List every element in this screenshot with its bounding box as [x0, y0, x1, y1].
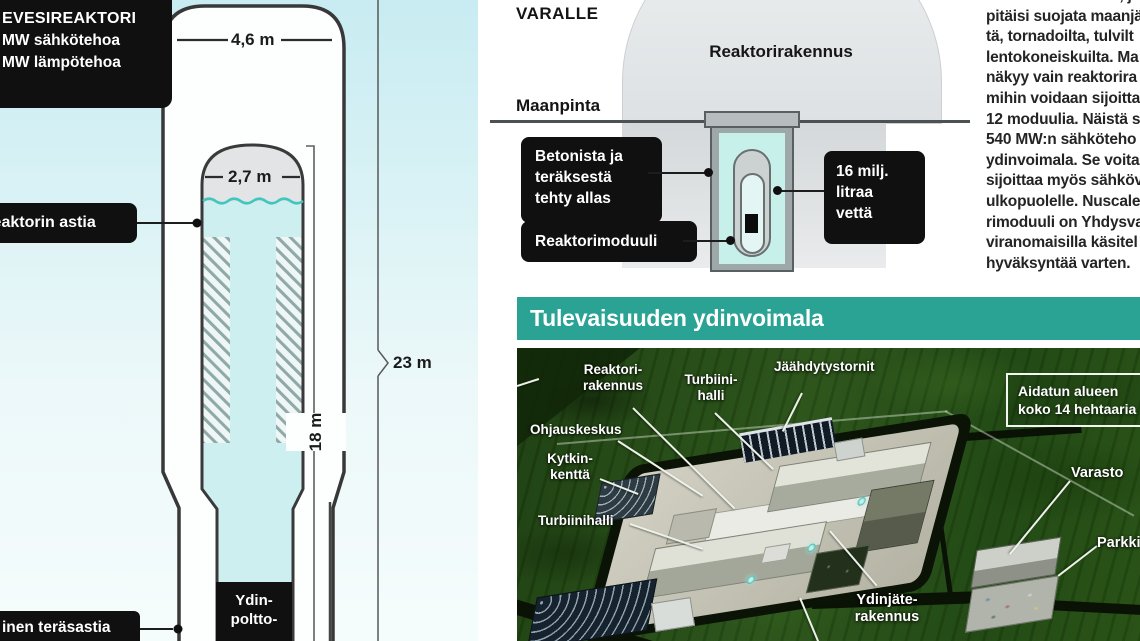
water-leader: [781, 190, 824, 192]
article-line: tä, tornadoilta, tulvilt: [986, 28, 1134, 46]
info-line-1: EVESIREAKTORI: [2, 10, 137, 27]
nuclear-fuel-label: Ydin- poltto-: [216, 582, 292, 641]
info-line-2: MW sähkötehoa: [2, 32, 120, 49]
label-control-center: Ohjauskeskus: [530, 422, 622, 437]
article-text-column: laitoksen moduulit, jotka pitäisi suojat…: [986, 0, 1140, 294]
dim-inner-width: 2,7 m: [228, 167, 272, 186]
module-leader-dot: [726, 236, 735, 245]
article-line: laitoksen moduulit, jotka: [986, 0, 1140, 7]
reactor-info-box: EVESIREAKTORI MW sähkötehoa MW lämpöteho…: [0, 0, 172, 108]
info-line-3: MW lämpötehoa: [2, 54, 121, 71]
water-callout: 16 milj. litraa vettä: [824, 151, 925, 244]
article-line: 12 moduulia. Näistä s: [986, 110, 1140, 128]
water-line: [202, 197, 304, 205]
pool-callout: Betonista ja teräksestä tehty allas: [521, 137, 662, 223]
bank-annex-3d: [650, 597, 696, 632]
dim-inner-height: 18 m: [286, 413, 346, 451]
module-callout: Reaktorimoduuli: [521, 221, 697, 262]
dim-total-height: 23 m: [393, 353, 432, 372]
label-warehouse: Varasto: [1071, 465, 1124, 481]
dim-18m-line: [306, 145, 315, 641]
label-parking: Parkki: [1097, 535, 1140, 551]
label-cooling-towers: Jäähdytystornit: [774, 359, 875, 374]
banner-title: Tulevaisuuden ydinvoimala: [530, 305, 824, 331]
vessel-leader-dot: [192, 218, 202, 228]
fuel-block: [745, 214, 758, 233]
article-line: pitäisi suojata maanjä: [986, 7, 1140, 25]
label-switchyard: Kytkin- kenttä: [547, 451, 593, 482]
reactor-building-dome: [622, 0, 942, 124]
inner-vessel-outline: [200, 143, 305, 641]
reactor-vessel-label: Reaktorin astia: [0, 203, 137, 243]
pool-leader-dot: [704, 168, 713, 177]
ground-label: Maanpinta: [516, 96, 601, 115]
hatch-left: [201, 237, 230, 443]
dim-23m-line: [377, 0, 389, 641]
reactor-cutaway-panel: EVESIREAKTORI MW sähkötehoa MW lämpöteho…: [0, 0, 478, 641]
steel-vessel-label: inen teräsastia: [0, 611, 140, 641]
section-banner: Tulevaisuuden ydinvoimala: [517, 297, 1140, 340]
leader-parking: [1057, 545, 1098, 577]
module-leader: [683, 240, 729, 242]
area-note-box: Aidatun alueen koko 14 hehtaaria: [1006, 373, 1140, 427]
label-turbine-hall-top: Turbiini- halli: [684, 372, 738, 403]
article-line: hyväksyntää varten.: [986, 254, 1131, 272]
article-line: näkyy vain reaktorira: [986, 69, 1137, 87]
label-turbine-hall-left: Turbiinihalli: [538, 513, 614, 528]
article-line: sijoittaa myös sähköv: [986, 172, 1140, 190]
hatch-right: [276, 237, 303, 443]
article-line: lentokoneiskuilta. Ma: [986, 48, 1139, 66]
water-leader-dot: [773, 186, 782, 195]
article-line: 540 MW:n sähköteho: [986, 131, 1137, 149]
pool-leader: [648, 172, 708, 174]
article-line: ydinvoimala. Se voita: [986, 151, 1140, 169]
article-line: viranomaisilla käsitel: [986, 234, 1138, 252]
reactor-building-label: Reaktorirakennus: [709, 42, 853, 61]
road: [1046, 600, 1140, 615]
article-line: mihin voidaan sijoitta: [986, 89, 1140, 107]
dim-outer-width: 4,6 m: [231, 30, 275, 49]
article-line: rimoduuli on Yhdysva: [986, 213, 1140, 231]
label-reactor-building: Reaktori- rakennus: [582, 362, 644, 393]
section-heading-fragment: VARALLE: [516, 4, 599, 23]
label-waste-building: Ydinjäte- rakennus: [854, 592, 920, 625]
article-line: ulkopuolelle. Nuscale: [986, 192, 1140, 210]
cooling-bank-3d: [526, 578, 658, 641]
inner-dome-gray: [202, 145, 303, 202]
reactor-module-inner: [740, 173, 765, 254]
reactor-vessel-diagram: [106, 0, 389, 641]
steel-leader-dot: [173, 624, 183, 634]
plant-aerial-view: Reaktori- rakennus Turbiini- halli Jäähd…: [517, 348, 1140, 641]
